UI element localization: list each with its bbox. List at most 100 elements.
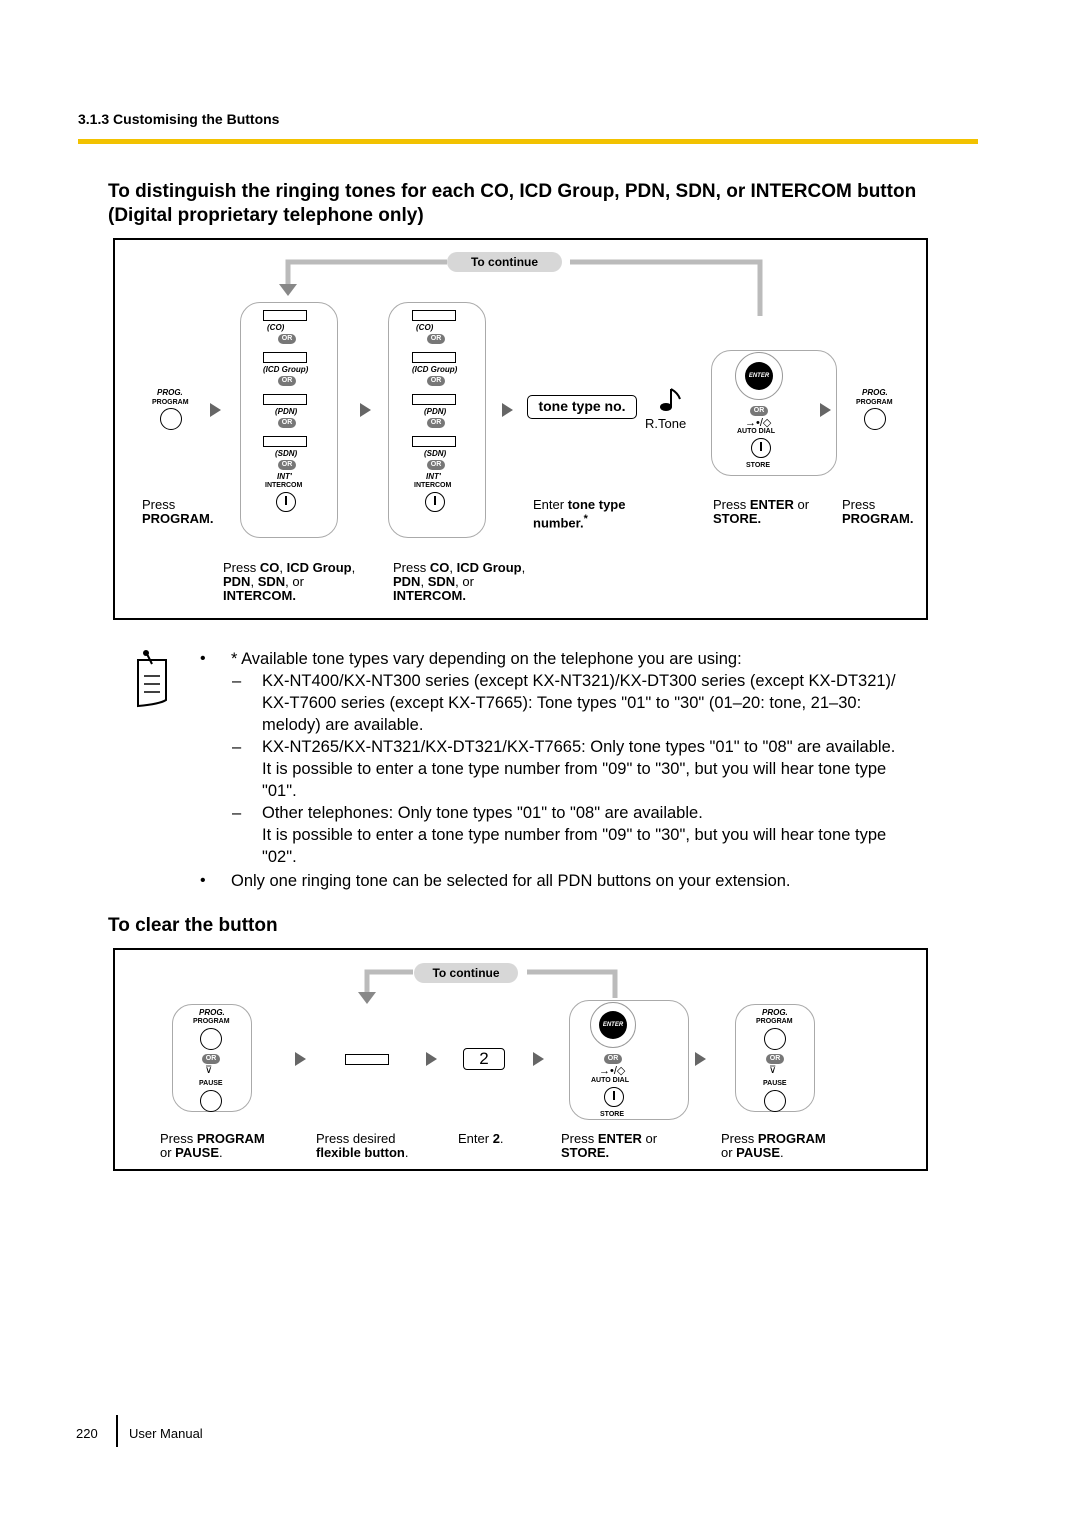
enter-store-bracket — [569, 1000, 689, 1120]
store-label: STORE — [600, 1111, 624, 1118]
step1-caption: Press PROGRAM or PAUSE. — [160, 1131, 265, 1160]
store-button[interactable] — [751, 438, 771, 458]
next-arrow-icon — [820, 403, 831, 417]
enter-store-bracket — [711, 350, 837, 476]
or-icon: OR — [278, 418, 296, 428]
pdn-key[interactable] — [412, 394, 456, 405]
intercom-label: INTERCOM — [265, 482, 303, 489]
pause-icon: ⊽ — [205, 1065, 213, 1076]
step6-line1: Press — [842, 497, 876, 512]
note-subitem: – Other telephones: Only tone types "01"… — [232, 804, 887, 866]
to-continue-loop — [358, 969, 618, 1004]
rtone-label: R.Tone — [645, 416, 687, 431]
note-icon — [137, 650, 167, 708]
procedure-diagram-ringing-tone: To continue PROG. PROGRAM Press PROGRAM.… — [113, 238, 928, 620]
next-arrow-icon — [533, 1052, 544, 1066]
or-icon: OR — [427, 334, 445, 344]
next-arrow-icon — [295, 1052, 306, 1066]
or-icon: OR — [278, 460, 296, 470]
step2-caption: Press desired flexible button. — [316, 1131, 409, 1160]
step1-caption: Press PROGRAM. — [142, 498, 214, 526]
step5-caption: Press PROGRAM or PAUSE. — [721, 1131, 826, 1160]
enter-button[interactable]: ENTER — [599, 1011, 627, 1039]
icd-group-key[interactable] — [412, 352, 456, 363]
section-header: 3.1.3 Customising the Buttons — [78, 111, 280, 127]
music-note-icon — [660, 388, 681, 411]
next-arrow-icon — [426, 1052, 437, 1066]
section-title-line1: To distinguish the ringing tones for eac… — [108, 181, 917, 202]
key-column-2: (CO) OR (ICD Group) OR (PDN) OR (SDN) OR… — [412, 310, 457, 512]
pause-label: PAUSE — [199, 1080, 223, 1087]
manual-label: User Manual — [129, 1426, 203, 1441]
enter-button[interactable]: ENTER — [745, 362, 773, 390]
tone-type-number-entry[interactable]: tone type no. — [527, 395, 637, 419]
program-button[interactable] — [160, 408, 182, 430]
program-label: PROGRAM — [856, 399, 893, 406]
to-continue-pill: To continue — [414, 963, 518, 983]
digit-2-key[interactable]: 2 — [463, 1048, 505, 1070]
intercom-label: INTERCOM — [414, 482, 452, 489]
store-button[interactable] — [604, 1087, 624, 1107]
or-icon: OR — [202, 1054, 220, 1064]
step4-caption: Enter tone type number.* — [533, 497, 626, 531]
auto-dial-icon: →•/◇ — [745, 417, 772, 429]
prog-label: PROG. — [157, 388, 183, 397]
step4-caption: Press ENTER or STORE. — [561, 1131, 658, 1160]
step3-caption: Enter 2. — [458, 1131, 504, 1146]
intercom-button[interactable] — [425, 492, 445, 512]
step1-line1: Press — [142, 497, 176, 512]
procedure-diagram-clear-button: To continue PROG. PROGRAM OR ⊽ PAUSE Pre… — [113, 948, 928, 1171]
auto-dial-label: AUTO DIAL — [737, 428, 775, 435]
store-label: STORE — [746, 462, 770, 469]
co-key[interactable] — [412, 310, 456, 321]
section-title-line2: (Digital proprietary telephone only) — [108, 205, 424, 226]
icd-group-key[interactable] — [263, 352, 307, 363]
program-button[interactable] — [864, 408, 886, 430]
next-arrow-icon — [360, 403, 371, 417]
int-label: INT' — [277, 472, 292, 481]
key-column-1: (CO) OR (ICD Group) OR (PDN) OR (SDN) OR… — [263, 310, 308, 512]
program-button[interactable] — [764, 1028, 786, 1050]
icd-group-key-label: (ICD Group) — [263, 365, 309, 374]
section-title: To distinguish the ringing tones for eac… — [108, 180, 916, 228]
pause-icon: ⊽ — [769, 1065, 777, 1076]
prog-label: PROG. — [199, 1008, 225, 1017]
pause-label: PAUSE — [763, 1080, 787, 1087]
intercom-button[interactable] — [276, 492, 296, 512]
pause-button[interactable] — [200, 1090, 222, 1112]
to-continue-loop — [279, 259, 763, 316]
sdn-key[interactable] — [412, 436, 456, 447]
page-number: 220 — [76, 1426, 98, 1441]
prog-label: PROG. — [862, 388, 888, 397]
or-icon: OR — [766, 1054, 784, 1064]
program-button[interactable] — [200, 1028, 222, 1050]
co-key[interactable] — [263, 310, 307, 321]
or-icon: OR — [604, 1054, 622, 1064]
co-key-label: (CO) — [267, 323, 285, 332]
or-icon: OR — [427, 376, 445, 386]
step6-line2: PROGRAM. — [842, 511, 914, 526]
next-arrow-icon — [695, 1052, 706, 1066]
program-label: PROGRAM — [756, 1018, 793, 1025]
or-icon: OR — [278, 376, 296, 386]
next-arrow-icon — [502, 403, 513, 417]
step5-caption: Press ENTER or STORE. — [713, 497, 810, 526]
or-icon: OR — [750, 406, 768, 416]
pdn-key[interactable] — [263, 394, 307, 405]
next-arrow-icon — [210, 403, 221, 417]
step6-caption: Press PROGRAM. — [842, 498, 914, 526]
step1-line2: PROGRAM. — [142, 511, 214, 526]
or-icon: OR — [427, 418, 445, 428]
pause-button[interactable] — [764, 1090, 786, 1112]
step2-caption: Press CO, ICD Group, PDN, SDN, or INTERC… — [223, 560, 356, 603]
flexible-button[interactable] — [345, 1054, 389, 1065]
co-key-label: (CO) — [416, 323, 434, 332]
note-item: • * Available tone types vary depending … — [200, 650, 742, 668]
sdn-key[interactable] — [263, 436, 307, 447]
prog-label: PROG. — [762, 1008, 788, 1017]
int-label: INT' — [426, 472, 441, 481]
notes-list: • * Available tone types vary depending … — [200, 648, 980, 892]
pdn-key-label: (PDN) — [275, 407, 298, 416]
or-icon: OR — [427, 460, 445, 470]
note-item: • Only one ringing tone can be selected … — [200, 872, 791, 890]
